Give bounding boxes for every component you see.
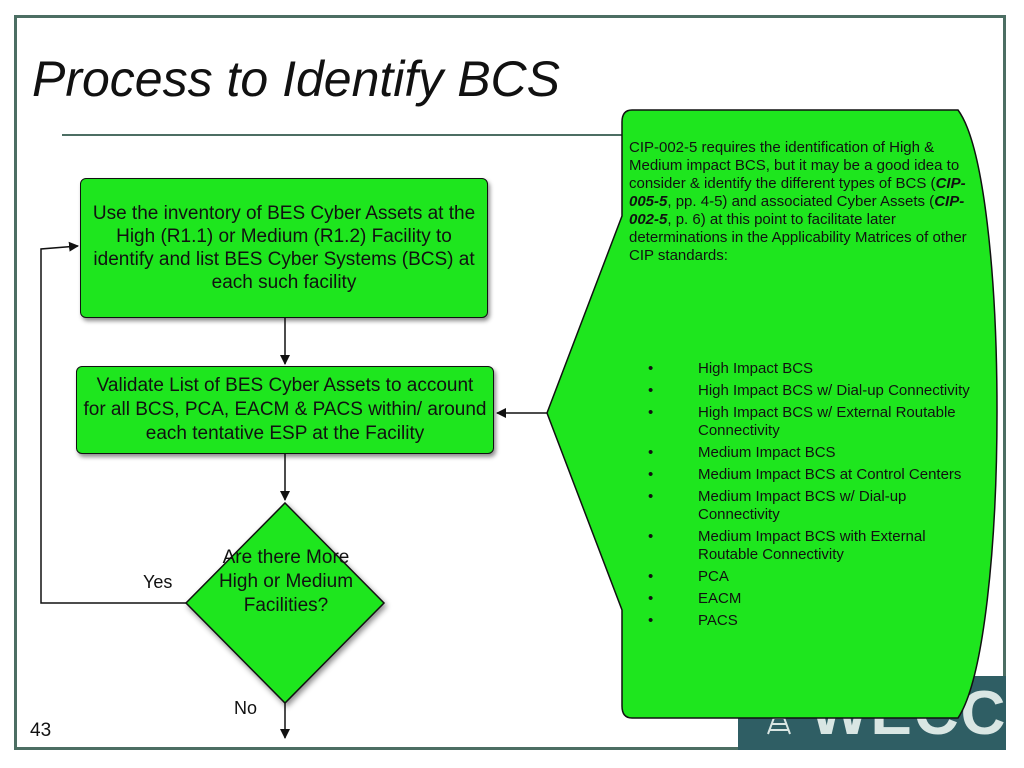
title-rule <box>62 134 642 136</box>
callout-intro-2: , pp. 4-5) and associated Cyber Assets ( <box>667 193 935 210</box>
list-item: High Impact BCS <box>648 360 978 378</box>
list-item: Medium Impact BCS <box>648 444 978 462</box>
slide-title: Process to Identify BCS <box>32 51 561 107</box>
decision-diamond <box>184 501 386 705</box>
list-item: Medium Impact BCS w/ Dial-up Connectivit… <box>648 488 978 524</box>
decision-text: Are there More High or Medium Facilities… <box>218 547 354 616</box>
callout-text: CIP-002-5 requires the identification of… <box>629 139 969 265</box>
ref-cip-005: CIP-005-5 <box>629 175 966 210</box>
ref-cip-002: CIP-002-5 <box>629 193 965 228</box>
list-item: High Impact BCS w/ External Routable Con… <box>648 404 978 440</box>
list-item: EACM <box>648 590 978 608</box>
page-number: 43 <box>30 720 52 741</box>
list-item: Medium Impact BCS with External Routable… <box>648 528 978 564</box>
callout-intro-1: CIP-002-5 requires the identification of… <box>629 139 960 192</box>
inventory-box: Use the inventory of BES Cyber Assets at… <box>80 178 488 318</box>
arrow-yes-loop <box>40 241 188 604</box>
validate-box: Validate List of BES Cyber Assets to acc… <box>76 366 494 454</box>
list-item: PACS <box>648 612 978 630</box>
list-item: Medium Impact BCS at Control Centers <box>648 466 978 484</box>
no-label: No <box>234 698 258 718</box>
callout-intro-3: , p. 6) at this point to facilitate late… <box>629 211 967 264</box>
bcs-type-list: High Impact BCS High Impact BCS w/ Dial-… <box>648 360 978 634</box>
list-item: High Impact BCS w/ Dial-up Connectivity <box>648 382 978 400</box>
list-item: PCA <box>648 568 978 586</box>
yes-label: Yes <box>143 572 173 592</box>
slide-frame <box>14 15 1006 750</box>
